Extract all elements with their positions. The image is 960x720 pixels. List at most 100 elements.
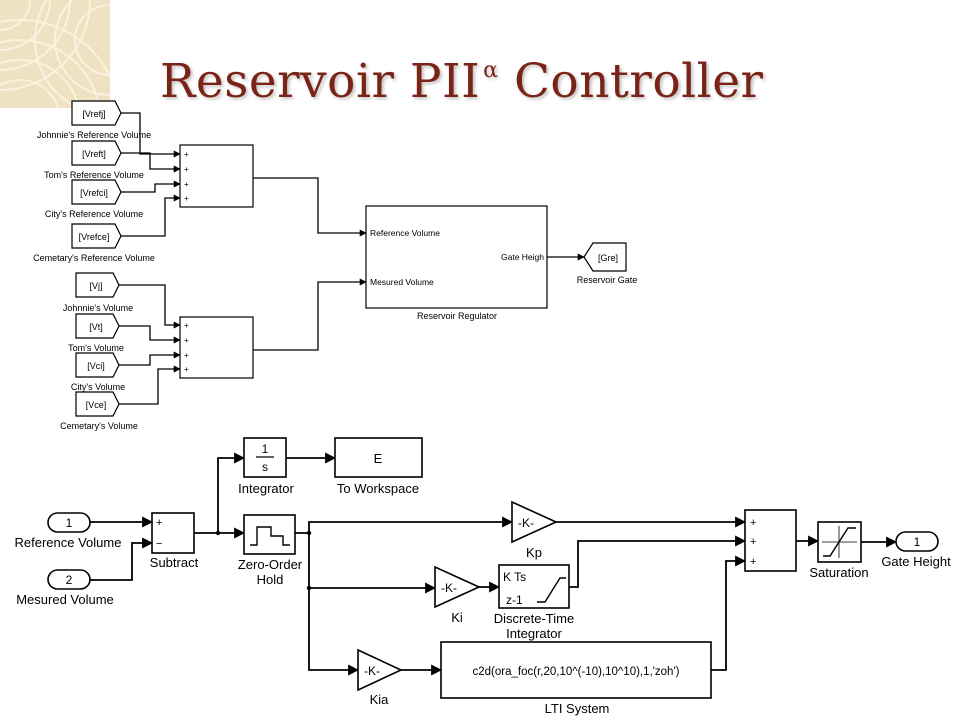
from-tag-vrefj-text: [Vrefj] — [82, 109, 105, 119]
sum-sign: + — [184, 165, 189, 174]
from-tag-vreft-label: Tom's Reference Volume — [44, 170, 144, 180]
inport-label: Mesured Volume — [16, 592, 114, 607]
from-tag-vci-text: [Vci] — [87, 361, 105, 371]
saturation-label: Saturation — [809, 565, 868, 580]
from-tag-vt-text: [Vt] — [89, 322, 103, 332]
gain-kia-label: Kia — [370, 692, 390, 707]
goto-tag-text: [Gre] — [598, 253, 618, 263]
integrator-num: 1 — [262, 442, 269, 456]
from-tag-vrefj-label: Johnnie's Reference Volume — [37, 130, 151, 140]
title-superscript: α — [483, 58, 499, 83]
sum-sign: + — [184, 180, 189, 189]
gain-kia[interactable]: -K- Kia — [357, 648, 403, 707]
from-tag-vj-text: [Vj] — [89, 281, 102, 291]
sum-sign: + — [750, 556, 756, 568]
zoh-label-line1: Zero-Order — [238, 557, 303, 572]
integrator-den: s — [262, 460, 268, 474]
from-tag-vrefce-text: [Vrefce] — [79, 232, 110, 242]
gain-kp[interactable]: -K- Kp — [511, 500, 558, 560]
wires-reference — [121, 112, 367, 237]
workspace-label: To Workspace — [337, 481, 419, 496]
from-tag-vrefj[interactable]: [Vrefj] Johnnie's Reference Volume — [37, 100, 151, 140]
inport-label: Reference Volume — [15, 535, 122, 550]
from-tag-vce-text: [Vce] — [86, 400, 107, 410]
integrator-block[interactable]: 1 s Integrator — [238, 437, 294, 496]
lti-label: LTI System — [545, 701, 610, 716]
lti-system-block[interactable]: c2d(ora_foc(r,20,10^(-10),10^10),1,'zoh'… — [440, 641, 712, 716]
sum-sign: + — [750, 536, 756, 548]
saturation-icon — [823, 527, 856, 557]
reservoir-regulator-subsystem[interactable]: Reference Volume Mesured Volume Gate Hei… — [365, 205, 548, 321]
goto-tag-gre[interactable]: [Gre] Reservoir Gate — [577, 242, 638, 285]
regulator-in2-label: Mesured Volume — [370, 277, 434, 287]
subtract-minus: − — [156, 538, 162, 550]
from-tag-vt[interactable]: [Vt] Tom's Volume — [68, 313, 124, 353]
from-tag-vci-label: City's Volume — [71, 382, 125, 392]
wire-inport2 — [90, 537, 154, 581]
inport-number: 2 — [66, 573, 73, 587]
title-main: Reservoir PII — [160, 54, 481, 109]
wires-error — [194, 452, 246, 539]
inport-mesured-volume[interactable]: 2 Mesured Volume — [16, 569, 114, 607]
dti-label-line2: Integrator — [506, 626, 562, 641]
goto-tag-label: Reservoir Gate — [577, 275, 638, 285]
gain-ki-label: Ki — [451, 610, 463, 625]
discrete-time-integrator-block[interactable]: K Ts z-1 Discrete-Time Integrator — [494, 564, 574, 641]
zoh-label-line2: Hold — [257, 572, 284, 587]
inport-number: 1 — [66, 516, 73, 530]
from-tag-vreft-text: [Vreft] — [82, 149, 106, 159]
from-tag-vj-label: Johnnie's Volume — [63, 303, 133, 313]
from-tag-vreft[interactable]: [Vreft] Tom's Reference Volume — [44, 140, 144, 180]
subtract-label: Subtract — [150, 555, 199, 570]
subtract-block[interactable]: + − Subtract — [150, 512, 199, 570]
zero-order-hold-block[interactable]: Zero-Order Hold — [238, 514, 303, 587]
outport-gate-height[interactable]: 1 Gate Height — [881, 531, 951, 569]
wire-lti-out — [711, 555, 747, 671]
sum-block-output[interactable]: + + + — [744, 509, 797, 572]
from-tag-vce-label: Cemetary's Volume — [60, 421, 138, 431]
zoh-step-icon — [250, 526, 290, 546]
gain-kia-value: -K- — [364, 664, 380, 678]
wires-zoh-out — [295, 516, 514, 676]
from-tag-vt-label: Tom's Volume — [68, 343, 124, 353]
sum-sign: + — [184, 336, 189, 345]
integrator-label: Integrator — [238, 481, 294, 496]
wire-dti-out — [569, 535, 747, 588]
decorative-corner-pattern — [0, 0, 110, 110]
from-tag-vrefci[interactable]: [Vrefci] City's Reference Volume — [45, 179, 143, 219]
sum-sign: + — [184, 365, 189, 374]
gain-ki[interactable]: -K- Ki — [434, 565, 481, 625]
gain-ki-value: -K- — [441, 581, 457, 595]
gain-kp-label: Kp — [526, 545, 542, 560]
regulator-block-label: Reservoir Regulator — [417, 311, 497, 321]
wires-volume — [119, 278, 367, 405]
from-tag-vce[interactable]: [Vce] Cemetary's Volume — [60, 391, 138, 431]
sum-sign: + — [184, 150, 189, 159]
from-tag-vj[interactable]: [Vj] Johnnie's Volume — [63, 272, 133, 313]
workspace-variable: E — [374, 451, 383, 466]
from-tag-vrefce-label: Cemetary's Reference Volume — [33, 253, 155, 263]
dti-numerator: K Ts — [503, 570, 526, 584]
sum-sign: + — [184, 321, 189, 330]
dti-limit-icon — [537, 577, 566, 603]
lti-expression: c2d(ora_foc(r,20,10^(-10),10^10),1,'zoh'… — [473, 666, 680, 678]
outport-number: 1 — [914, 535, 921, 549]
from-tag-vrefci-text: [Vrefci] — [80, 188, 108, 198]
subtract-plus: + — [156, 517, 162, 529]
inport-reference-volume[interactable]: 1 Reference Volume — [15, 512, 122, 550]
sum-block-volume[interactable]: + + + + — [179, 316, 254, 379]
to-workspace-block[interactable]: E To Workspace — [334, 437, 423, 496]
regulator-in1-label: Reference Volume — [370, 228, 440, 238]
gain-kp-value: -K- — [518, 516, 534, 530]
from-tag-vrefce[interactable]: [Vrefce] Cemetary's Reference Volume — [33, 223, 155, 263]
outport-label: Gate Height — [881, 554, 951, 569]
saturation-block[interactable]: Saturation — [809, 521, 869, 580]
dti-denominator: z-1 — [506, 593, 523, 607]
from-tag-vci[interactable]: [Vci] City's Volume — [71, 352, 125, 392]
sum-block-reference[interactable]: + + + + — [179, 144, 254, 208]
title-end: Controller — [498, 54, 764, 109]
sum-sign: + — [184, 194, 189, 203]
from-tag-vrefci-label: City's Reference Volume — [45, 209, 143, 219]
